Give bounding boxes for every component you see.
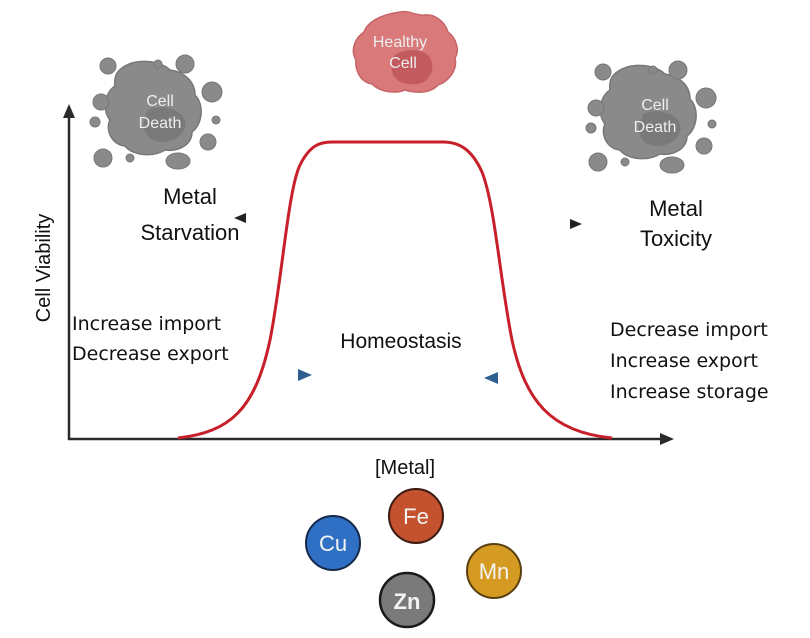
cell-death-right-icon: Cell Death [585, 60, 717, 174]
right-response-line2: Increase export [610, 350, 758, 372]
metal-fe-icon: Fe [388, 488, 444, 544]
toxicity-arrowhead [570, 219, 582, 229]
starvation-label-line1: Metal [163, 184, 217, 209]
metal-fe-label: Fe [403, 504, 429, 529]
metal-cu-icon: Cu [305, 515, 361, 571]
y-axis-arrowhead [63, 104, 75, 118]
toxicity-label-line2: Toxicity [640, 226, 712, 251]
x-axis-arrowhead [660, 433, 674, 445]
metal-mn-label: Mn [479, 559, 510, 584]
cell-death-right-line1: Cell [641, 97, 669, 114]
x-axis-label: [Metal] [375, 457, 435, 479]
axes [63, 104, 674, 445]
right-response-line3: Increase storage [610, 381, 769, 403]
import-arrowhead [298, 369, 312, 381]
healthy-cell-icon: Healthy Cell [352, 10, 458, 93]
metal-zn-icon: Zn [378, 571, 436, 629]
left-response-line1: Increase import [72, 313, 221, 335]
starvation-arrowhead [234, 213, 246, 223]
y-axis-label: Cell Viability [33, 214, 55, 323]
homeostasis-label: Homeostasis [340, 330, 461, 353]
export-arrowhead [484, 372, 498, 384]
toxicity-label-line1: Metal [649, 196, 703, 221]
metal-cu-label: Cu [319, 531, 347, 556]
left-response-line2: Decrease export [72, 343, 229, 365]
cell-death-right-line2: Death [634, 119, 677, 136]
cell-death-left-line1: Cell [146, 93, 174, 110]
metal-mn-icon: Mn [466, 543, 522, 599]
starvation-label-line2: Starvation [140, 220, 239, 245]
viability-curve [177, 140, 613, 440]
healthy-cell-label-line1: Healthy [373, 34, 427, 51]
healthy-cell-label-line2: Cell [389, 55, 417, 72]
cell-death-left-line2: Death [139, 115, 182, 132]
cell-death-left-icon: Cell Death [89, 54, 223, 170]
right-response-line1: Decrease import [610, 319, 768, 341]
metal-zn-label: Zn [394, 589, 421, 614]
